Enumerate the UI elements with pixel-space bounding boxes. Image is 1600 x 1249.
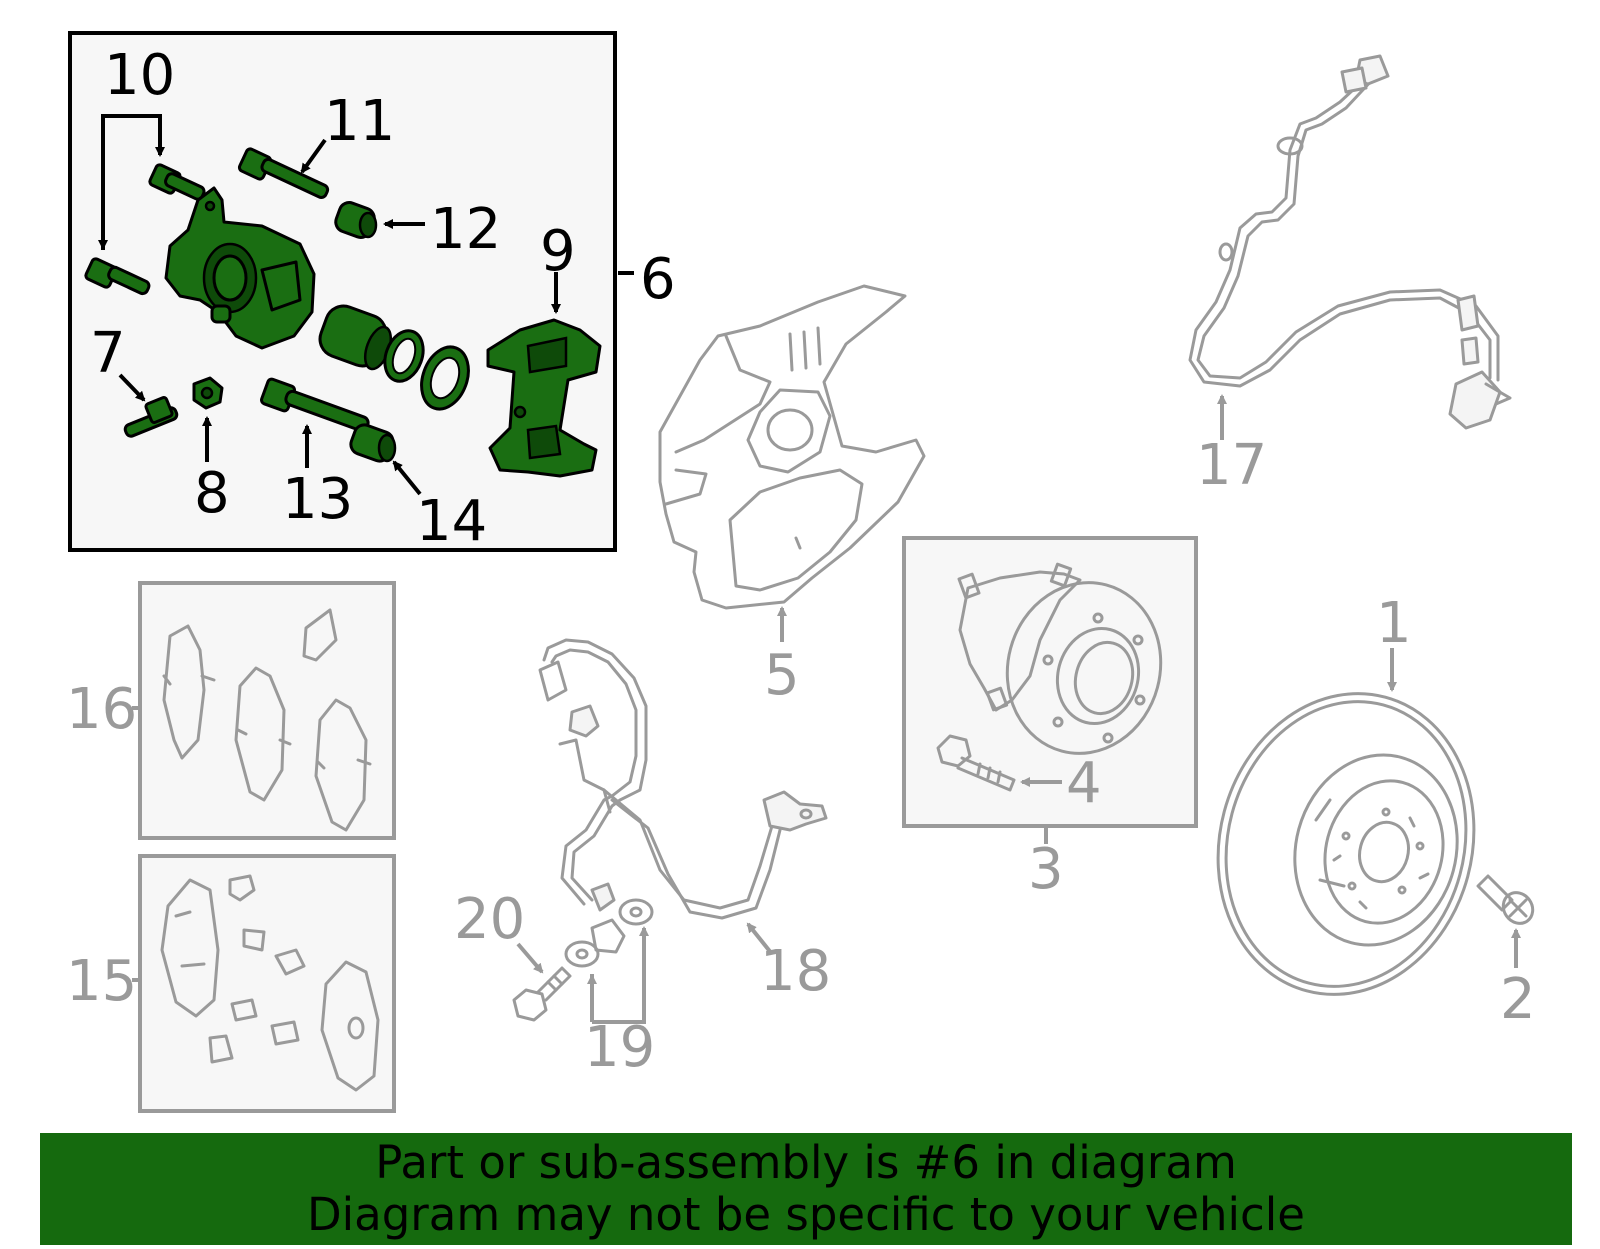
callout-20: 20 bbox=[454, 887, 525, 952]
pad-box-15 bbox=[138, 854, 396, 1113]
banner-line-2: Diagram may not be specific to your vehi… bbox=[307, 1188, 1305, 1241]
brake-rotor-1[interactable] bbox=[1185, 665, 1507, 1024]
clips-19[interactable] bbox=[564, 898, 654, 968]
leader-14 bbox=[392, 460, 422, 496]
cap-8 bbox=[192, 376, 224, 410]
callout-6: 6 bbox=[640, 247, 676, 312]
pad-kit-box-15[interactable] bbox=[138, 854, 396, 1113]
callout-16: 16 bbox=[66, 677, 137, 742]
callout-12: 12 bbox=[430, 197, 501, 262]
caliper-bracket-9 bbox=[486, 318, 602, 478]
hub-bolt-4 bbox=[936, 734, 1016, 792]
bolt-20[interactable] bbox=[512, 966, 572, 1022]
hub-bearing bbox=[957, 562, 1163, 755]
callout-10: 10 bbox=[104, 43, 175, 108]
leader-11 bbox=[300, 138, 327, 174]
piston-seal bbox=[383, 329, 425, 383]
callout-18: 18 bbox=[760, 939, 831, 1004]
bleeder-7 bbox=[123, 396, 179, 438]
callout-7: 7 bbox=[90, 321, 126, 386]
callout-11: 11 bbox=[324, 89, 395, 154]
info-banner: Part or sub-assembly is #6 in diagram Di… bbox=[40, 1133, 1572, 1245]
leader-19 bbox=[590, 928, 644, 1024]
caliper-housing bbox=[164, 186, 316, 350]
leader-20 bbox=[516, 942, 544, 974]
callout-13: 13 bbox=[282, 467, 353, 532]
guide-bolt-11 bbox=[237, 147, 330, 199]
dust-boot bbox=[420, 345, 470, 411]
hub-bearing-box-3[interactable] bbox=[902, 536, 1198, 828]
speed-sensor-17[interactable] bbox=[1188, 54, 1512, 430]
callout-9: 9 bbox=[540, 219, 576, 284]
callout-17: 17 bbox=[1196, 433, 1267, 498]
caliper-assembly-group[interactable] bbox=[68, 31, 634, 552]
bolt-10-lower bbox=[84, 257, 151, 296]
leader-7 bbox=[118, 373, 146, 402]
callout-8: 8 bbox=[194, 461, 230, 526]
bushing-14 bbox=[349, 423, 397, 463]
brake-pad-box-16[interactable] bbox=[138, 581, 396, 840]
leader-18 bbox=[746, 922, 774, 956]
callout-14: 14 bbox=[416, 489, 487, 554]
callout-2: 2 bbox=[1500, 967, 1536, 1032]
callout-19: 19 bbox=[584, 1015, 655, 1080]
callout-3: 3 bbox=[1028, 837, 1064, 902]
callout-1: 1 bbox=[1376, 591, 1412, 656]
callout-15: 15 bbox=[66, 949, 137, 1014]
callout-5: 5 bbox=[764, 643, 800, 708]
hub-bearing-box bbox=[902, 536, 1198, 828]
bushing-12 bbox=[334, 201, 378, 239]
pad-box-16 bbox=[138, 581, 396, 840]
rotor-screw-2[interactable] bbox=[1476, 874, 1539, 929]
speed-sensor-18[interactable] bbox=[538, 638, 828, 920]
callout-4: 4 bbox=[1066, 751, 1102, 816]
dust-shield-5[interactable] bbox=[658, 284, 926, 610]
banner-line-1: Part or sub-assembly is #6 in diagram bbox=[375, 1136, 1237, 1189]
